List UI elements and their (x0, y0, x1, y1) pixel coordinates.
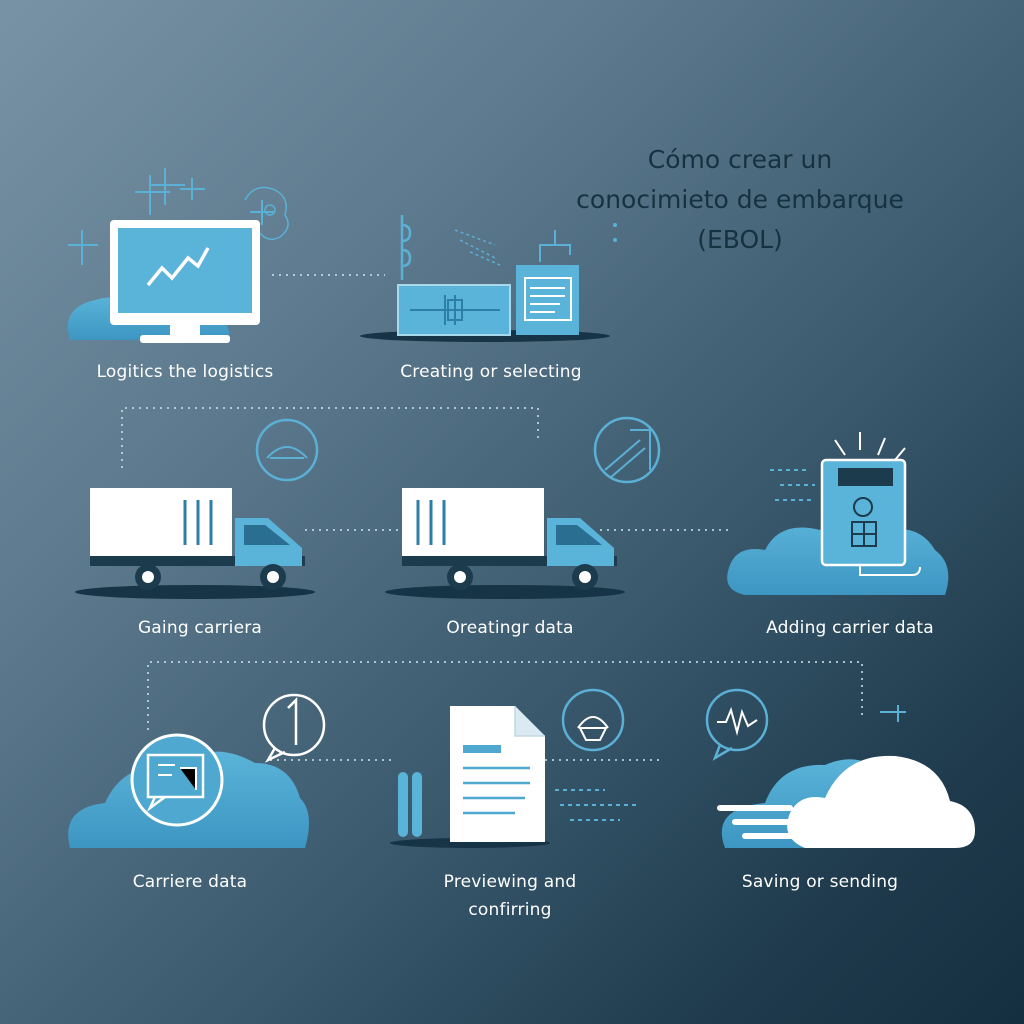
step-1-icon (67, 220, 260, 343)
step-7-label-line-1: Previewing and (443, 872, 577, 892)
step-4-label: Oreatingr data (446, 618, 574, 638)
decorative-crosses (68, 168, 906, 722)
step-4-icon (385, 416, 661, 599)
step-6-label: Carriere data (132, 872, 248, 892)
gear-doodle-icon (244, 186, 289, 240)
step-7-icon (390, 688, 640, 848)
title-line-3: (EBOL) (697, 225, 783, 254)
step-8-label: Saving or sending (741, 872, 899, 892)
step-3-icon (75, 418, 319, 599)
title-line-1: Cómo crear un (647, 145, 833, 174)
step-2-label: Creating or selecting (400, 362, 582, 382)
step-6-icon (68, 693, 326, 848)
step-1-label: Logitics the logistics (96, 362, 274, 382)
step-7-label-line-2: confirring (468, 900, 552, 920)
step-2-icon (360, 215, 610, 342)
diagram-title: Cómo crear un conocimieto de embarque (E… (560, 140, 920, 260)
dots-icon (613, 223, 617, 242)
title-line-2: conocimieto de embarque (576, 185, 904, 214)
step-8-icon (705, 688, 975, 848)
step-7-label: Previewing and confirring (405, 868, 615, 924)
step-5-label: Adding carrier data (766, 618, 934, 638)
step-3-label: Gaing carriera (137, 618, 263, 638)
connector-lines (121, 274, 863, 761)
step-5-icon (727, 432, 949, 595)
